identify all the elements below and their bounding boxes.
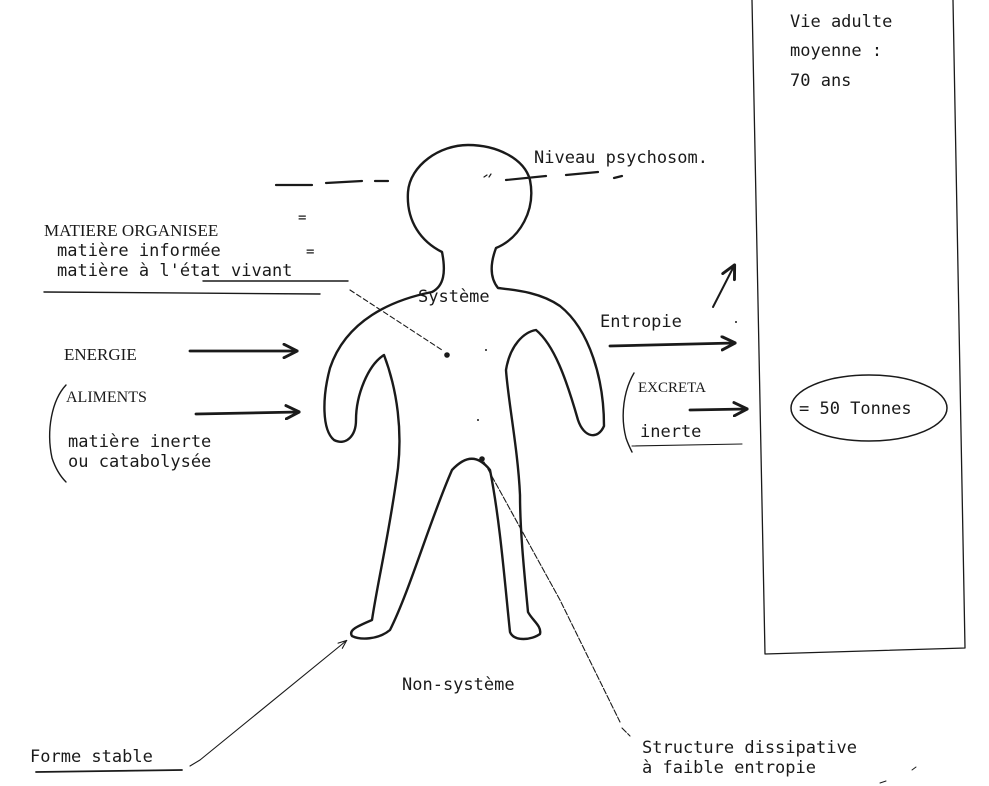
structure-label-1: Structure dissipative <box>642 738 857 758</box>
psychosom-level-line <box>274 170 624 187</box>
eq-sign-1: = <box>298 210 306 226</box>
matiere-vivant-prefix: matière à l' <box>57 261 180 281</box>
matiere-vivant-underlined: état vivant <box>180 261 293 281</box>
excreta-label: EXCRETA <box>638 380 706 396</box>
energie-label: ENERGIE <box>64 345 137 364</box>
lifespan-box <box>751 0 966 655</box>
non-systeme-label: Non-système <box>402 675 515 695</box>
entropie-up-arrow <box>712 266 734 308</box>
matiere-organisee-label: MATIERE ORGANISEE <box>44 221 218 240</box>
excreta-arrow <box>688 409 746 410</box>
systeme-label: Système <box>418 287 490 307</box>
matiere-vivant-label: matière à l'état vivant <box>57 261 292 281</box>
structure-leader <box>483 461 631 737</box>
human-figure <box>323 143 606 641</box>
leader-dot-belly <box>479 456 485 462</box>
eq-sign-2: = <box>306 244 314 260</box>
catabolysee-label: ou catabolysée <box>68 452 211 472</box>
structure-dash <box>879 766 917 784</box>
leader-dot-chest <box>444 352 450 358</box>
niveau-label: Niveau psychosom. <box>534 148 708 168</box>
excreta-bracket <box>622 372 635 453</box>
aliments-bracket <box>49 384 67 483</box>
structure-label-2: à faible entropie <box>642 758 816 778</box>
aliments-label: ALIMENTS <box>66 389 147 406</box>
matiere-baseline <box>43 291 321 295</box>
entropie-label: Entropie <box>600 312 682 332</box>
forme-stable-label: Forme stable <box>30 747 153 767</box>
matiere-inerte-label: matière inerte <box>68 432 211 452</box>
tonnes-label: = 50 Tonnes <box>799 399 912 419</box>
aliments-arrow <box>194 412 298 414</box>
inerte-underline <box>631 443 743 447</box>
matiere-informee-label: matière informée <box>57 241 221 261</box>
box-line-2: moyenne : <box>790 41 882 61</box>
box-line-3: 70 ans <box>790 71 851 91</box>
matiere-leader <box>349 289 443 351</box>
forme-underline <box>35 769 183 773</box>
box-line-1: Vie adulte <box>790 12 892 32</box>
forme-leader <box>189 641 346 767</box>
entropie-arrow <box>608 343 734 346</box>
inerte-label: inerte <box>640 422 701 442</box>
tonnes-ellipse <box>790 374 948 442</box>
